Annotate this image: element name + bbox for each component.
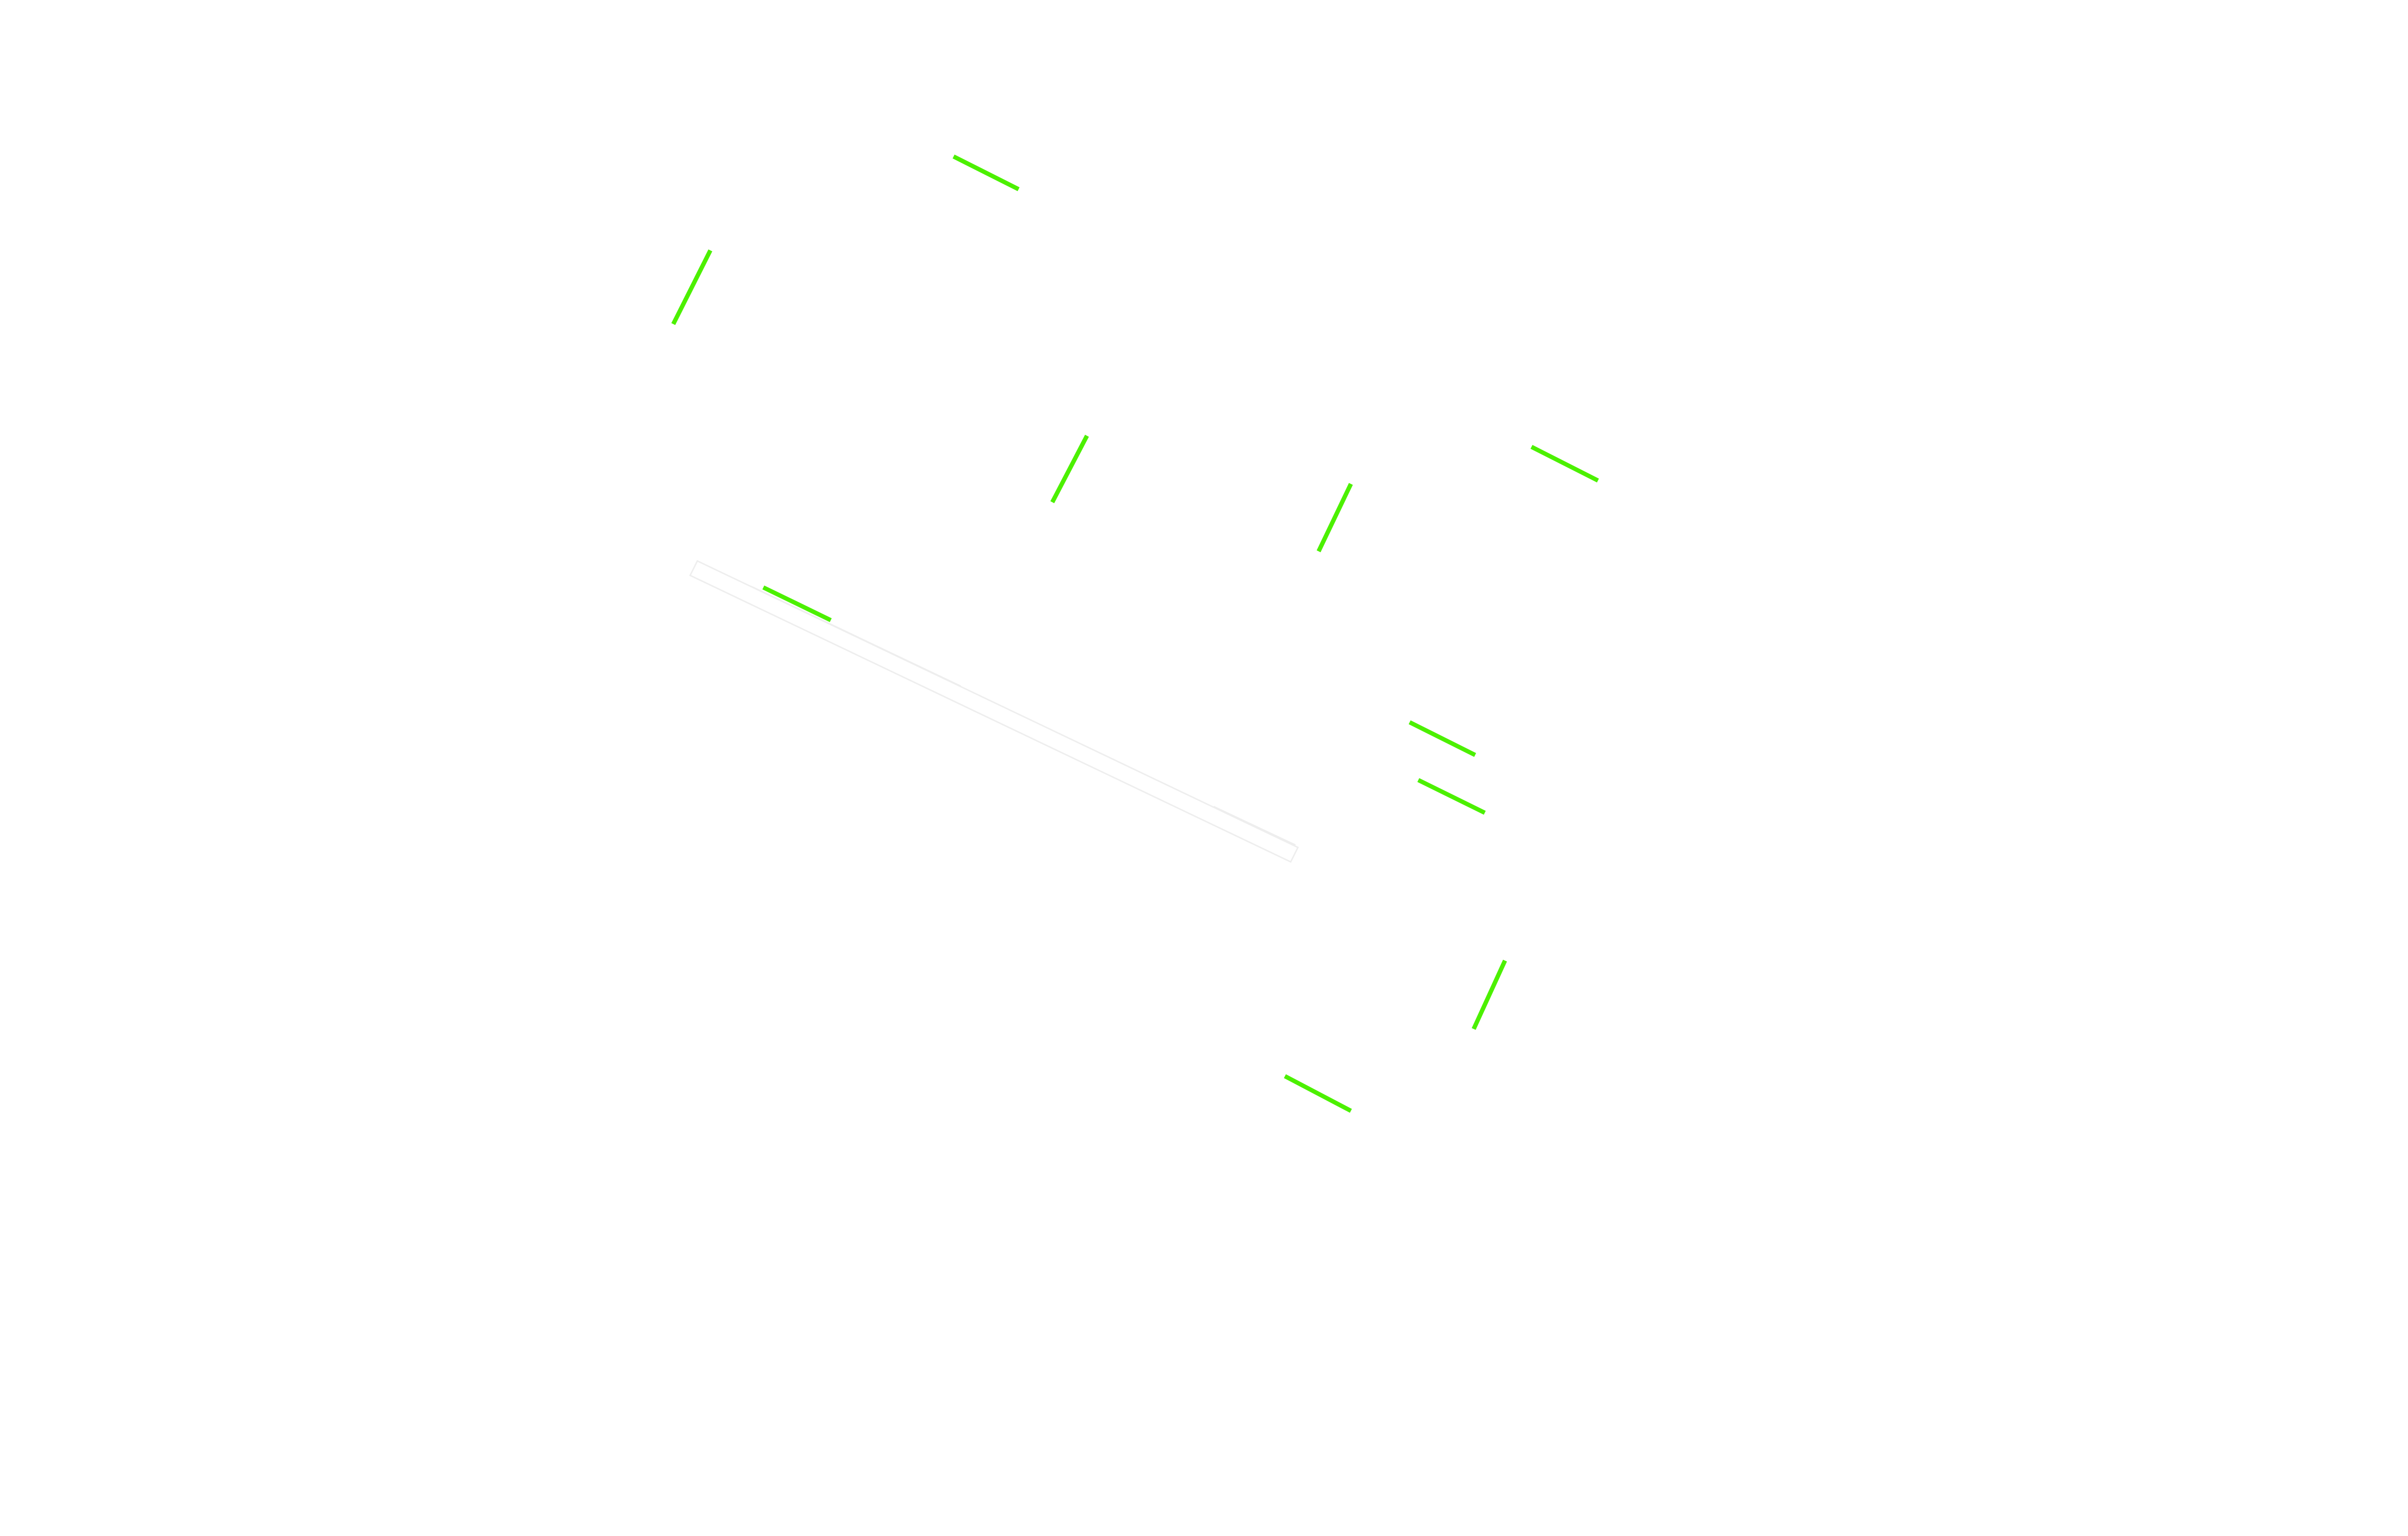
green-segment-2 <box>671 249 713 325</box>
slanted-bar-outline <box>689 560 1299 863</box>
green-segment-7 <box>1408 720 1477 757</box>
green-segment-10 <box>1283 1074 1352 1113</box>
green-segment-9 <box>1471 960 1507 1030</box>
slanted-bar-inner-line-right <box>1213 806 1296 846</box>
green-segment-1 <box>952 154 1020 192</box>
green-segment-8 <box>1417 778 1486 815</box>
green-segments <box>671 154 1599 1113</box>
slanted-bar-frame <box>689 560 1299 863</box>
green-segment-6 <box>762 585 832 623</box>
green-segment-3 <box>1050 434 1089 504</box>
green-segment-5 <box>1530 444 1599 483</box>
green-segment-4 <box>1316 483 1353 552</box>
slanted-bar-inner-line-left <box>751 586 961 687</box>
